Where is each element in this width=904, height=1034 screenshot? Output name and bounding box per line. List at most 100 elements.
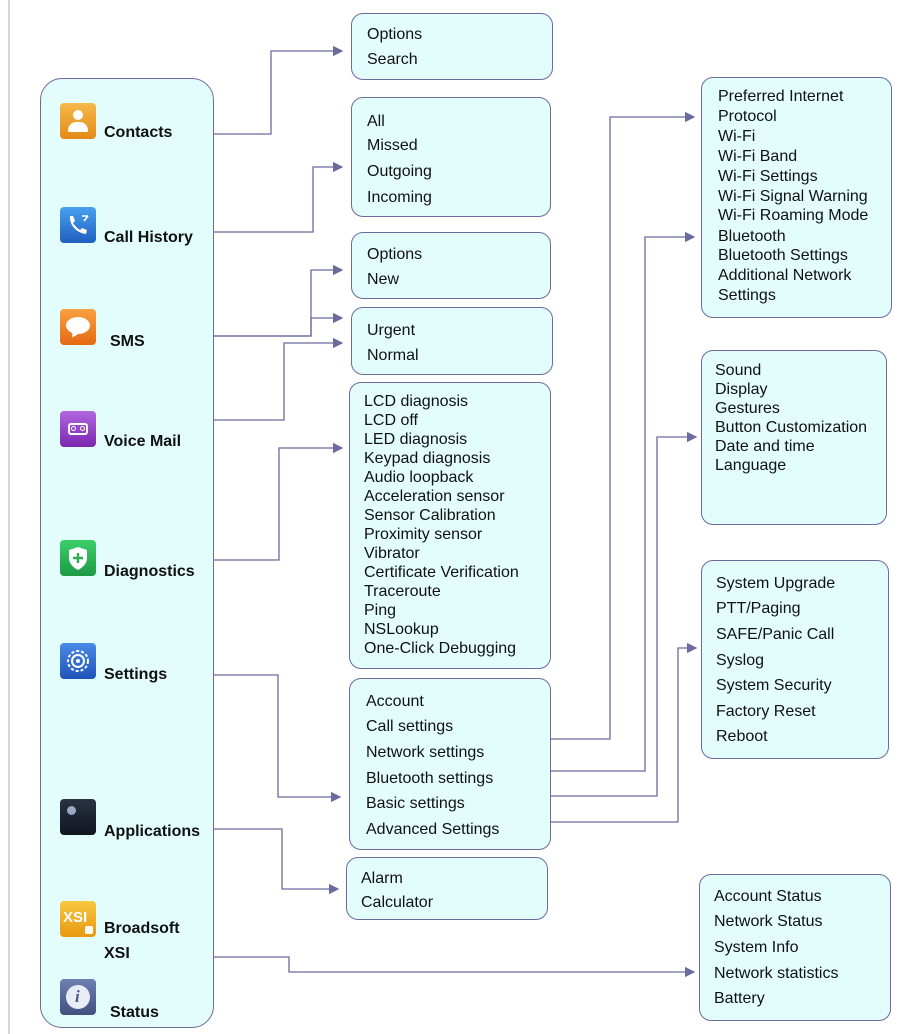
voice-mail-urgent[interactable]: Urgent xyxy=(367,322,416,339)
advanced-item[interactable]: PTT/Paging xyxy=(716,600,801,617)
diagnostics-item[interactable]: Traceroute xyxy=(364,583,441,600)
connector-voice-mail xyxy=(214,337,344,421)
advanced-item[interactable]: SAFE/Panic Call xyxy=(716,626,835,643)
call-history-incoming[interactable]: Incoming xyxy=(367,189,432,206)
basic-item[interactable]: Button Customization xyxy=(715,419,868,436)
advanced-item[interactable]: System Upgrade xyxy=(716,575,836,592)
voice-mail-normal[interactable]: Normal xyxy=(367,347,419,364)
diagnostics-item[interactable]: Sensor Calibration xyxy=(364,507,496,524)
menu-label-applications: Applications xyxy=(104,823,201,840)
connector-settings xyxy=(214,674,342,803)
diagnostics-item[interactable]: One-Click Debugging xyxy=(364,640,517,657)
network-item[interactable]: Preferred Internet xyxy=(718,88,844,105)
diagnostics-item[interactable]: LCD off xyxy=(364,412,418,429)
network-item[interactable]: Wi-Fi Signal Warning xyxy=(718,188,868,205)
menu-item-sms[interactable]: SMS xyxy=(60,303,145,351)
menu-label-contacts: Contacts xyxy=(104,124,173,141)
connector-basic-settings xyxy=(551,431,698,797)
menu-item-settings[interactable]: Settings xyxy=(60,638,167,684)
diagnostics-item[interactable]: Audio loopback xyxy=(364,469,474,486)
menu-label-diagnostics: Diagnostics xyxy=(104,563,195,580)
menu-item-diagnostics[interactable]: Diagnostics xyxy=(60,535,195,581)
network-item[interactable]: Additional Network xyxy=(718,267,852,284)
menu-item-call-history[interactable]: Call History xyxy=(60,203,193,247)
network-item[interactable]: Wi-Fi Roaming Mode xyxy=(718,207,869,224)
diagnostics-submenu: LCD diagnosis LCD off LED diagnosis Keyp… xyxy=(349,382,551,669)
sms-new[interactable]: New xyxy=(367,271,400,288)
voicemail-icon xyxy=(60,411,96,447)
connector-diagnostics xyxy=(214,442,344,561)
diagnostics-item[interactable]: NSLookup xyxy=(364,621,439,638)
connector-sms-2 xyxy=(214,312,344,337)
connector-sms xyxy=(214,264,344,337)
settings-advanced-settings[interactable]: Advanced Settings xyxy=(366,821,500,838)
menu-item-applications[interactable]: Applications xyxy=(60,793,200,841)
basic-item[interactable]: Language xyxy=(715,457,787,474)
menu-item-voice-mail[interactable]: Voice Mail xyxy=(60,407,181,451)
settings-call-settings[interactable]: Call settings xyxy=(366,718,454,735)
network-item[interactable]: Wi-Fi xyxy=(718,128,756,145)
menu-label-settings: Settings xyxy=(104,666,168,683)
call-history-all[interactable]: All xyxy=(367,113,385,130)
connector-network-settings xyxy=(551,111,696,740)
diagnostics-item[interactable]: Vibrator xyxy=(364,545,420,562)
advanced-item[interactable]: Factory Reset xyxy=(716,703,816,720)
basic-item[interactable]: Display xyxy=(715,381,768,398)
applications-calculator[interactable]: Calculator xyxy=(361,894,434,911)
settings-submenu: Account Call settings Network settings B… xyxy=(349,678,551,850)
contacts-icon xyxy=(60,103,96,139)
advanced-item[interactable]: System Security xyxy=(716,677,832,694)
contacts-option[interactable]: Options xyxy=(367,26,423,43)
diagnostics-item[interactable]: LCD diagnosis xyxy=(364,393,469,410)
diagnostics-item[interactable]: Proximity sensor xyxy=(364,526,483,543)
connector-applications xyxy=(214,828,340,895)
basic-item[interactable]: Sound xyxy=(715,362,762,379)
call-history-missed[interactable]: Missed xyxy=(367,137,418,154)
gear-icon xyxy=(60,643,96,679)
status-item[interactable]: System Info xyxy=(714,939,799,956)
basic-item[interactable]: Gestures xyxy=(715,400,780,417)
diagnostics-item[interactable]: LED diagnosis xyxy=(364,431,468,448)
settings-bluetooth-settings[interactable]: Bluetooth settings xyxy=(366,770,494,787)
network-item[interactable]: Wi-Fi Band xyxy=(718,148,798,165)
page-edge-line xyxy=(8,0,10,1034)
diagnostics-item[interactable]: Acceleration sensor xyxy=(364,488,505,505)
diagnostics-item[interactable]: Keypad diagnosis xyxy=(364,450,491,467)
applications-alarm[interactable]: Alarm xyxy=(361,870,403,887)
menu-label-voice-mail: Voice Mail xyxy=(104,433,182,450)
call-history-outgoing[interactable]: Outgoing xyxy=(367,163,432,180)
connector-status xyxy=(214,956,696,978)
status-item[interactable]: Battery xyxy=(714,990,765,1007)
basic-item[interactable]: Date and time xyxy=(715,438,815,455)
settings-network-settings[interactable]: Network settings xyxy=(366,744,485,761)
advanced-item[interactable]: Syslog xyxy=(716,652,765,669)
contacts-search[interactable]: Search xyxy=(367,51,418,68)
status-submenu: Account Status Network Status System Inf… xyxy=(699,874,891,1021)
advanced-settings-submenu: System Upgrade PTT/Paging SAFE/Panic Cal… xyxy=(701,560,889,759)
diagnostics-item[interactable]: Ping xyxy=(364,602,397,619)
menu-item-contacts[interactable]: Contacts xyxy=(60,100,172,142)
sms-submenu: Options New xyxy=(351,232,551,299)
network-item[interactable]: Bluetooth xyxy=(718,228,786,245)
advanced-item[interactable]: Reboot xyxy=(716,728,768,745)
network-item: Protocol xyxy=(718,108,777,125)
voice-mail-submenu: Urgent Normal xyxy=(351,307,553,375)
menu-label-call-history: Call History xyxy=(104,229,193,246)
network-item[interactable]: Bluetooth Settings xyxy=(718,247,848,264)
menu-item-status[interactable]: i Status xyxy=(60,972,159,1022)
connector-call-history xyxy=(214,161,344,233)
diagnostics-item[interactable]: Certificate Verification xyxy=(364,564,519,581)
status-item[interactable]: Network Status xyxy=(714,913,823,930)
sms-options[interactable]: Options xyxy=(367,246,423,263)
network-item[interactable]: Wi-Fi Settings xyxy=(718,168,818,185)
network-settings-submenu: Preferred Internet Protocol Wi-Fi Wi-Fi … xyxy=(701,77,892,318)
info-icon: i xyxy=(60,979,96,1015)
settings-account[interactable]: Account xyxy=(366,693,424,710)
settings-basic-settings[interactable]: Basic settings xyxy=(366,795,465,812)
status-item[interactable]: Network statistics xyxy=(714,965,839,982)
shield-plus-icon xyxy=(60,540,96,576)
status-item[interactable]: Account Status xyxy=(714,888,822,905)
call-history-submenu: All Missed Outgoing Incoming xyxy=(351,97,551,217)
